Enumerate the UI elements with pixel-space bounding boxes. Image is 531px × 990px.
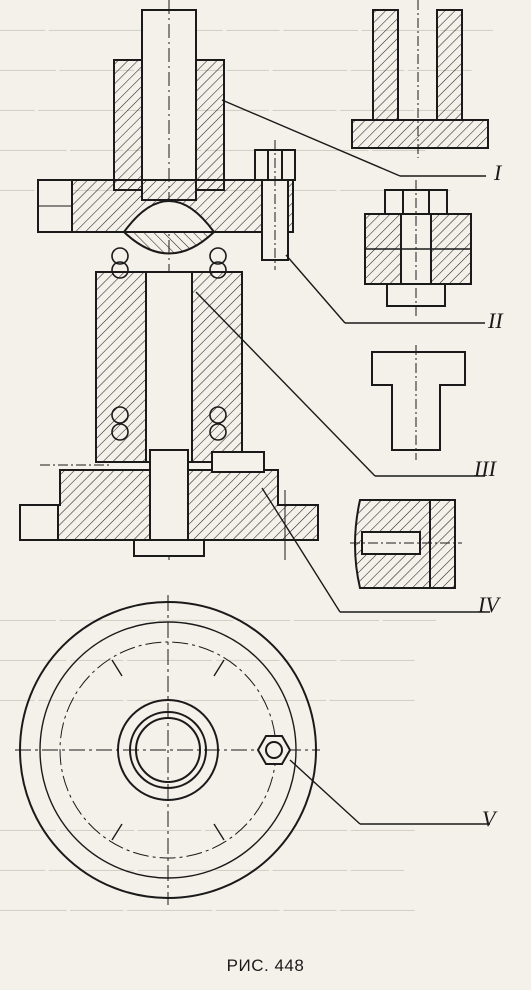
detail-IV (350, 499, 462, 589)
leader-lines (195, 99, 490, 825)
detail-label-5: V (482, 806, 496, 831)
top-bushing-right-wall (195, 59, 225, 191)
detail-label-2: II (488, 308, 503, 333)
spherical-washer (123, 231, 215, 255)
detail-I (351, 0, 489, 158)
lower-stud (149, 449, 189, 551)
housing-left-wall (95, 271, 147, 463)
spring-coils (111, 247, 227, 441)
base-end-stub (19, 504, 59, 541)
housing-right-wall (191, 271, 243, 463)
plan-view (15, 595, 320, 905)
detail-label-3: III (474, 456, 496, 481)
detail-III (371, 345, 466, 460)
set-screw (211, 451, 265, 473)
bolt-marks (111, 659, 225, 841)
detail-label-4: IV (478, 592, 499, 617)
lower-nut (133, 539, 205, 557)
top-bushing-left-wall (113, 59, 143, 191)
spherical-seat (122, 200, 216, 233)
inner-shaft (145, 271, 193, 463)
figure-caption: РИС. 448 (226, 956, 305, 975)
main-section-view (19, 0, 319, 560)
detail-II (364, 180, 472, 318)
detail-label-1: I (494, 160, 502, 185)
plan-hex-nut (256, 735, 292, 765)
